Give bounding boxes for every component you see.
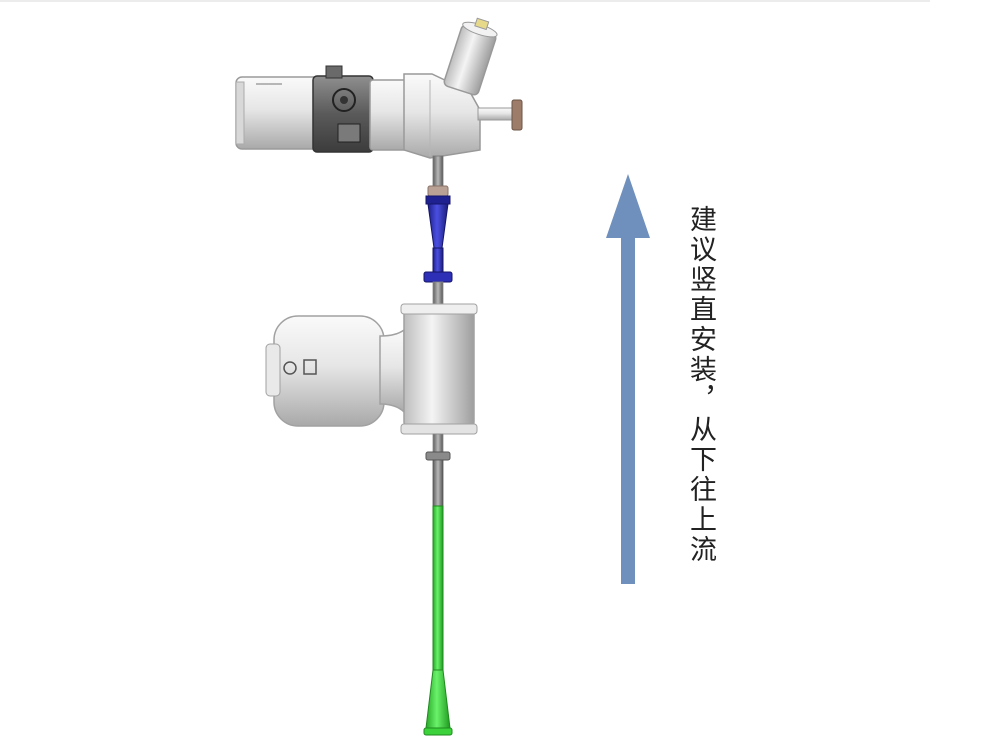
lower-flowmeter-body <box>265 281 478 507</box>
flow-direction-arrow <box>606 174 650 584</box>
blue-spool-section <box>423 195 453 283</box>
top-rule <box>0 0 930 2</box>
upper-valve-actuator <box>235 17 523 197</box>
installation-note: 建议竖直安装，从下往上流 <box>685 205 716 565</box>
green-inlet-pipe <box>423 505 453 736</box>
